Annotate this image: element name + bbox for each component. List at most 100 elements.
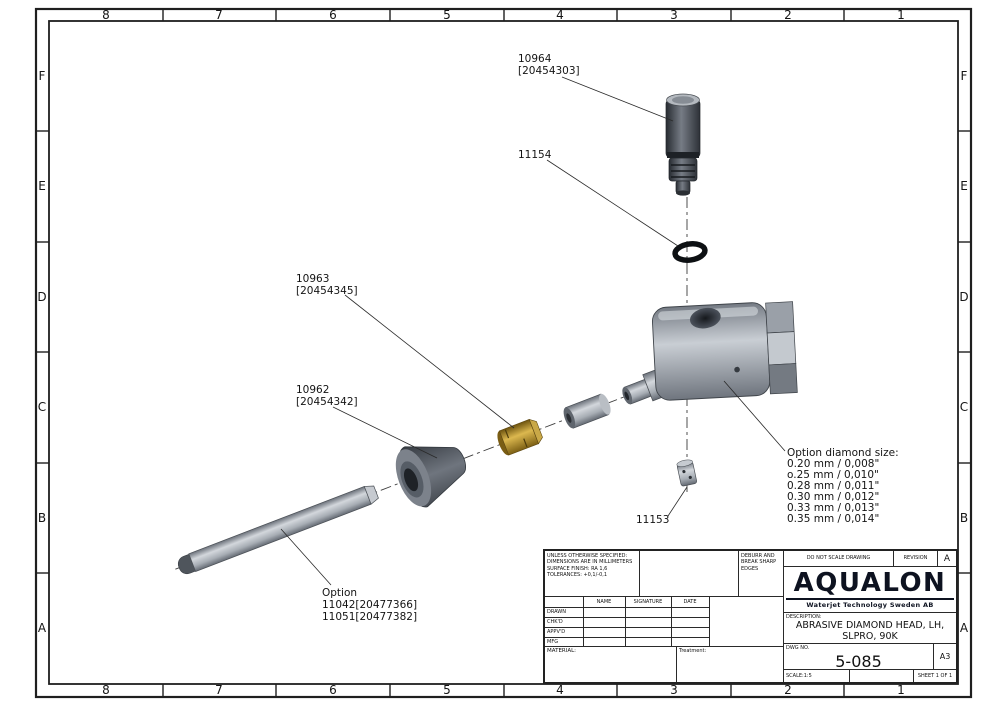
dwg-no-value: 5-085 (835, 652, 882, 670)
spec-note-line: TOLERANCES: +0,1/-0,1 (547, 571, 608, 578)
zone-row-label: E (38, 179, 46, 193)
callout-11154: 11154 (518, 149, 552, 161)
revision-value: A (943, 553, 951, 564)
zone-col-label: 1 (897, 8, 905, 22)
zone-row-label: E (960, 179, 968, 193)
paper-size: A3 (939, 652, 951, 661)
callout-11153: 11153 (636, 514, 669, 526)
sig-col-header: DATE (683, 599, 697, 605)
do-not-scale-cell: DO NOT SCALE DRAWING (783, 551, 893, 567)
paper-size-cell: A3 (933, 644, 956, 670)
left-assembly (175, 365, 676, 575)
svg-text:10963: 10963 (296, 273, 329, 285)
sig-row-label: APPV'D (547, 629, 566, 635)
finish-cell (640, 551, 739, 597)
part-valve-body-10964 (665, 93, 701, 196)
svg-text:Option diamond size:: Option diamond size: (787, 447, 899, 459)
part-nozzle-holder-10962 (395, 446, 467, 508)
zone-row-label: C (38, 400, 46, 414)
part-main-body (651, 301, 798, 401)
zone-col-label: 4 (556, 8, 564, 22)
zone-col-label: 2 (784, 8, 792, 22)
zone-col-label: 3 (670, 683, 678, 697)
material-label: MATERIAL: (547, 648, 577, 654)
zone-row-label: B (960, 511, 968, 525)
zone-col-label: 6 (329, 683, 337, 697)
leader-10963 (344, 294, 515, 429)
svg-text:0.30 mm / 0,012": 0.30 mm / 0,012" (787, 491, 879, 503)
zone-row-label: A (38, 621, 47, 635)
spec-note-line: UNLESS OTHERWISE SPECIFIED: (547, 553, 628, 559)
svg-text:Option: Option (322, 587, 357, 599)
zone-row-label: F (961, 69, 968, 83)
dwg-no-cell: DWG NO. 5-085 (783, 644, 933, 670)
zone-col-label: 5 (443, 8, 451, 22)
zone-col-label: 7 (215, 683, 223, 697)
zone-col-label: 6 (329, 8, 337, 22)
deburr-note-line: DEBURR AND (741, 553, 775, 559)
leader-lines (280, 76, 786, 586)
signature-table: NAME SIGNATURE DATE DRAWN CHK'D APPV'D M… (545, 597, 783, 647)
leader-10962 (332, 406, 438, 459)
logo-cell: AQUALON Waterjet Technology Sweden AB (783, 567, 956, 613)
logo-rule (786, 597, 954, 601)
sheet-border: 8 7 6 5 4 3 2 1 8 7 6 5 4 3 2 1 F E D C … (34, 7, 973, 699)
zone-row-label: B (38, 511, 46, 525)
sig-row-label: CHK'D (547, 619, 563, 625)
body-side-hole (734, 366, 740, 373)
part-focus-tube (177, 485, 379, 575)
deburr-note-line: EDGES (741, 565, 759, 572)
weight-cell (849, 670, 913, 682)
sheet-cell: SHEET 1 OF 1 (913, 670, 956, 682)
treatment-cell: Treatment: (677, 647, 783, 682)
spec-note: UNLESS OTHERWISE SPECIFIED: DIMENSIONS A… (545, 551, 640, 597)
svg-text:0.28 mm / 0,011": 0.28 mm / 0,011" (787, 480, 879, 492)
logo-aqualon: AQUALON (793, 567, 947, 598)
sig-col-header: NAME (596, 599, 612, 605)
zone-labels: 8 7 6 5 4 3 2 1 8 7 6 5 4 3 2 1 F E D C … (37, 8, 969, 697)
svg-text:o.25 mm / 0,010": o.25 mm / 0,010" (787, 469, 879, 481)
zone-row-label: F (39, 69, 46, 83)
zone-row-label: C (960, 400, 968, 414)
svg-text:[20454345]: [20454345] (296, 285, 358, 297)
part-spacer-sleeve (563, 393, 611, 429)
description-line2: SLPRO, 90K (842, 631, 898, 642)
do-not-scale-label: DO NOT SCALE DRAWING (806, 555, 871, 562)
zone-col-label: 8 (102, 8, 110, 22)
callout-10963: 10963 [20454345] (296, 273, 358, 297)
logo-tagline: Waterjet Technology Sweden AB (806, 601, 934, 610)
scale-label: SCALE:1:5 (786, 673, 812, 679)
zone-row-label: A (960, 621, 969, 635)
sig-row-label: DRAWN (547, 609, 566, 615)
title-block: UNLESS OTHERWISE SPECIFIED: DIMENSIONS A… (543, 549, 958, 684)
zone-col-label: 5 (443, 683, 451, 697)
material-cell: MATERIAL: (545, 647, 677, 682)
treatment-label: Treatment: (679, 648, 707, 654)
leader-diamond-option (723, 380, 786, 452)
leader-11153 (667, 486, 688, 517)
zone-col-label: 4 (556, 683, 564, 697)
zone-col-label: 1 (897, 683, 905, 697)
zone-col-label: 8 (102, 683, 110, 697)
zone-row-label: D (959, 290, 968, 304)
zone-ticks (36, 9, 971, 697)
svg-text:11042[20477366]: 11042[20477366] (322, 599, 417, 611)
description-line1: ABRASIVE DIAMOND HEAD, LH, (795, 620, 945, 631)
scale-cell: SCALE:1:5 (783, 670, 849, 682)
spec-note-line: DIMENSIONS ARE IN MILLIMETERS (547, 559, 633, 566)
sig-row-label: MFG (547, 639, 559, 645)
svg-text:[20454342]: [20454342] (296, 396, 358, 408)
leader-11154 (546, 159, 679, 247)
description-cell: DESCRIPTION: ABRASIVE DIAMOND HEAD, LH, … (783, 613, 956, 644)
svg-text:10962: 10962 (296, 384, 329, 396)
svg-text:11153: 11153 (636, 514, 669, 526)
description-label: DESCRIPTION: (786, 614, 822, 620)
zone-col-label: 2 (784, 683, 792, 697)
svg-text:11154: 11154 (518, 149, 552, 161)
part-collet-10963 (497, 418, 543, 456)
part-orifice-11153 (676, 459, 697, 487)
leader-10964 (561, 76, 674, 122)
zone-row-label: D (37, 290, 46, 304)
